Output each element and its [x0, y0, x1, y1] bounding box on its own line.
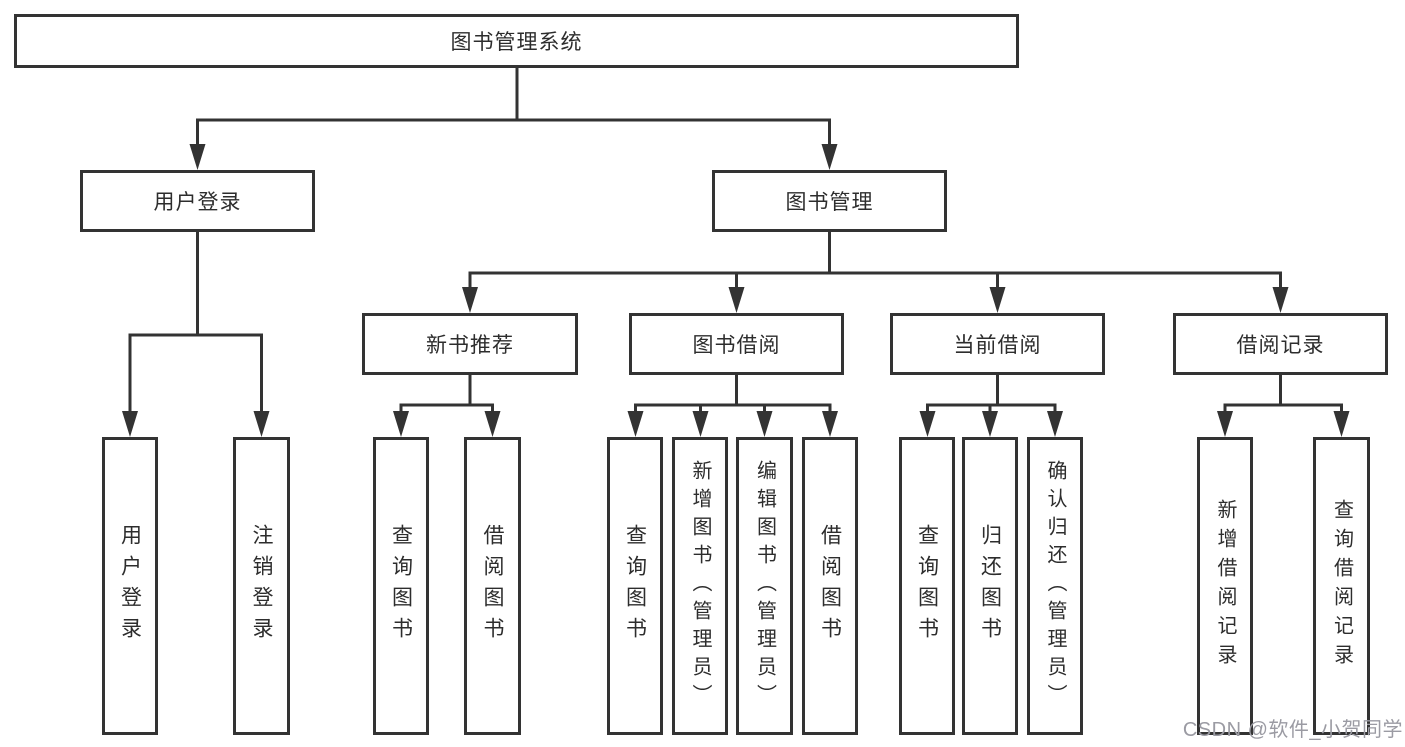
node-new-book-recommend: 新书推荐 [362, 313, 578, 375]
node-br-add-record-label: 新增借阅记录 [1214, 499, 1236, 673]
node-cb-confirm-return-label: 确认归还（管理员） [1044, 460, 1066, 712]
node-library-system: 图书管理系统 [14, 14, 1019, 68]
node-nb-borrow-book-label: 借阅图书 [481, 524, 504, 648]
node-br-query-record: 查询借阅记录 [1313, 437, 1370, 735]
node-cb-return-book: 归还图书 [962, 437, 1018, 735]
node-bb-edit-book: 编辑图书（管理员） [736, 437, 793, 735]
node-bb-query-book-label: 查询图书 [623, 524, 647, 648]
node-book-management: 图书管理 [712, 170, 947, 232]
node-logout-action: 注销登录 [233, 437, 290, 735]
node-current-borrow: 当前借阅 [890, 313, 1105, 375]
node-nb-borrow-book: 借阅图书 [464, 437, 521, 735]
node-current-borrow-label: 当前借阅 [953, 334, 1042, 357]
node-br-add-record: 新增借阅记录 [1197, 437, 1253, 735]
node-bb-query-book: 查询图书 [607, 437, 663, 735]
node-cb-query-book-label: 查询图书 [915, 524, 939, 648]
csdn-watermark: CSDN @软件_小贺同学 [1182, 719, 1403, 741]
node-bb-add-book-label: 新增图书（管理员） [689, 460, 711, 712]
node-nb-query-book: 查询图书 [373, 437, 429, 735]
node-user-login: 用户登录 [80, 170, 315, 232]
node-borrow-record-label: 借阅记录 [1236, 334, 1325, 357]
node-book-borrow: 图书借阅 [629, 313, 844, 375]
node-cb-return-book-label: 归还图书 [978, 524, 1002, 648]
node-bb-add-book: 新增图书（管理员） [672, 437, 728, 735]
node-user-login-label: 用户登录 [153, 191, 242, 214]
node-bb-borrow-book-label: 借阅图书 [818, 524, 842, 648]
node-book-borrow-label: 图书借阅 [692, 334, 781, 357]
node-cb-confirm-return: 确认归还（管理员） [1027, 437, 1083, 735]
node-login-action: 用户登录 [102, 437, 158, 735]
node-cb-query-book: 查询图书 [899, 437, 955, 735]
node-borrow-record: 借阅记录 [1173, 313, 1388, 375]
node-bb-borrow-book: 借阅图书 [802, 437, 858, 735]
node-library-system-label: 图书管理系统 [450, 31, 583, 54]
node-login-action-label: 用户登录 [118, 524, 142, 648]
node-logout-action-label: 注销登录 [250, 524, 273, 648]
node-nb-query-book-label: 查询图书 [389, 524, 413, 648]
node-bb-edit-book-label: 编辑图书（管理员） [753, 460, 776, 712]
node-br-query-record-label: 查询借阅记录 [1330, 499, 1353, 673]
node-book-management-label: 图书管理 [785, 191, 874, 214]
node-new-book-recommend-label: 新书推荐 [426, 334, 514, 357]
